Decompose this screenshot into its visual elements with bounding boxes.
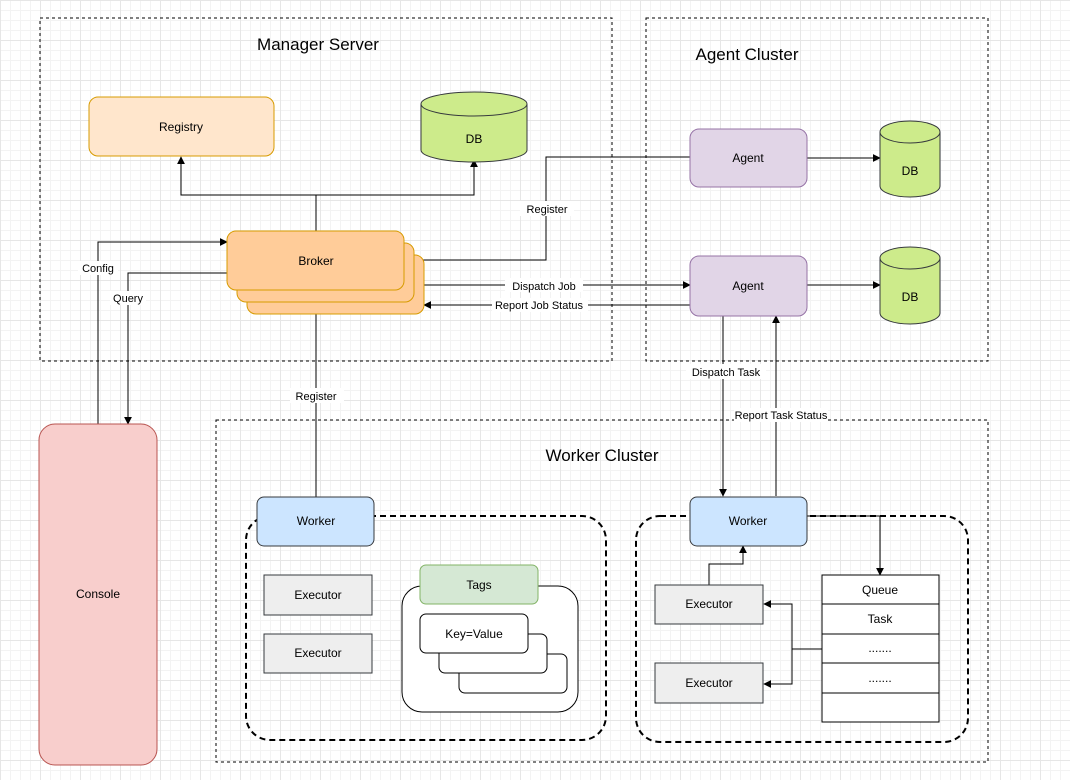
agent-bottom-db-label: DB — [902, 290, 919, 304]
agent-bottom-db-node: DB — [879, 246, 941, 325]
broker-node: Broker — [226, 230, 425, 315]
queue-task-label: Task — [868, 612, 894, 626]
worker-left-label: Worker — [297, 514, 335, 528]
registry-label: Registry — [159, 120, 203, 134]
queue-header-label: Queue — [862, 583, 898, 597]
executor-right-1: Executor — [654, 584, 764, 625]
agent-cluster: Agent Cluster — [645, 17, 989, 362]
executor-left-2: Executor — [263, 633, 373, 674]
edge-queue-executor-1 — [763, 600, 822, 650]
executor-right-2: Executor — [654, 662, 764, 704]
manager-db-node: DB — [420, 91, 528, 163]
worker-cluster: Worker Cluster — [215, 419, 989, 763]
edges: Config Query Register Dispatch Job Repor… — [78, 154, 884, 688]
worker-right-node: Worker — [689, 496, 808, 547]
agent-top-node: Agent — [689, 128, 808, 188]
queue-dots-2: ....... — [868, 671, 891, 685]
agent-cluster-title: Agent Cluster — [696, 45, 799, 64]
edge-config — [97, 238, 228, 424]
manager-server-cluster: Manager Server — [39, 17, 613, 362]
edge-label-query: Query — [113, 293, 143, 305]
manager-db-label: DB — [466, 132, 483, 146]
edge-label-register-agent: Register — [527, 204, 568, 216]
executor-left-1-label: Executor — [294, 588, 341, 602]
agent-top-db-label: DB — [902, 164, 919, 178]
agent-top-db-node: DB — [879, 120, 941, 198]
executor-left-1: Executor — [263, 574, 373, 616]
agent-top-label: Agent — [732, 151, 764, 165]
executor-left-2-label: Executor — [294, 646, 341, 660]
executor-right-1-label: Executor — [685, 597, 732, 611]
edge-label-config: Config — [82, 263, 114, 275]
edge-broker-registry — [177, 156, 317, 232]
edge-label-register-worker: Register — [296, 391, 337, 403]
agent-bottom-node: Agent — [689, 255, 808, 317]
edge-label-dispatch-task: Dispatch Task — [692, 367, 761, 379]
worker-cluster-title: Worker Cluster — [545, 446, 658, 465]
executor-right-2-label: Executor — [685, 676, 732, 690]
console-label: Console — [76, 587, 120, 601]
worker-left-group — [245, 515, 607, 741]
edge-label-report-job-status: Report Job Status — [495, 300, 584, 312]
edge-label-report-task-status: Report Task Status — [735, 410, 828, 422]
worker-right-label: Worker — [729, 514, 767, 528]
agent-bottom-label: Agent — [732, 279, 764, 293]
edge-executor-worker — [708, 545, 747, 585]
queue-dots-1: ....... — [868, 641, 891, 655]
worker-left-node: Worker — [256, 496, 375, 547]
broker-label: Broker — [298, 254, 333, 268]
manager-server-title: Manager Server — [257, 35, 379, 54]
edge-broker-db — [316, 159, 478, 196]
registry-node: Registry — [88, 96, 275, 157]
edge-query — [124, 272, 227, 425]
console-node: Console — [38, 423, 158, 766]
edge-worker-queue — [807, 515, 884, 576]
edge-queue-executor-2 — [763, 649, 793, 688]
queue-node: Queue Task ....... ....... — [821, 574, 940, 723]
tags-label: Tags — [466, 578, 491, 592]
edge-label-dispatch-job: Dispatch Job — [512, 281, 576, 293]
tags-node: Tags Key=Value — [401, 564, 579, 713]
key-value-label: Key=Value — [445, 627, 503, 641]
